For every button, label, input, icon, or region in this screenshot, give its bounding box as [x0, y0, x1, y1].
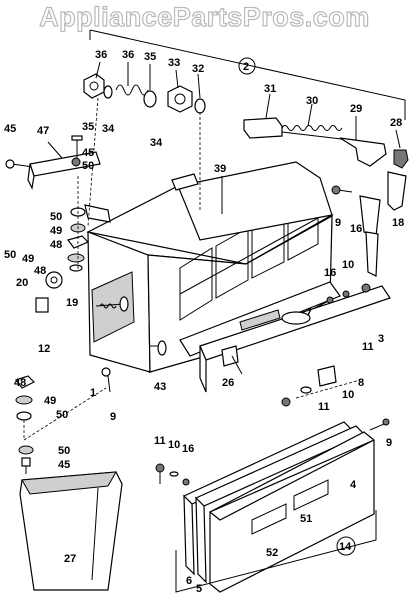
callout-5: 5	[196, 583, 202, 595]
callout-48-low: 48	[14, 377, 26, 389]
callout-31: 31	[264, 83, 276, 95]
callout-34-right: 34	[150, 137, 163, 149]
callout-9-right: 9	[335, 217, 341, 229]
callout-49-side: 49	[22, 253, 34, 265]
bracket-2	[89, 29, 406, 120]
callout-4: 4	[350, 479, 357, 491]
callout-50-side: 50	[4, 249, 16, 261]
callout-12: 12	[38, 343, 50, 355]
callout-30: 30	[306, 95, 318, 107]
lower-left-hardware	[15, 367, 111, 474]
callout-36-label: 36	[122, 49, 134, 61]
callout-16-mid: 16	[324, 267, 336, 279]
callout-50-stack: 50	[50, 211, 62, 223]
callout-50-low: 50	[56, 409, 68, 421]
callout-49-low-label: 49	[44, 395, 56, 407]
callout-45-bottom: 45	[58, 459, 70, 471]
callout-1: 1	[90, 387, 96, 399]
callout-2: 2	[243, 61, 249, 73]
callout-47: 47	[37, 125, 49, 137]
callout-8: 8	[358, 377, 364, 389]
callout-10-low: 10	[168, 439, 180, 451]
callout-11-low-left: 11	[154, 435, 166, 447]
callout-35-lower: 35	[82, 121, 94, 133]
callout-11-low: 11	[318, 401, 330, 413]
container-27	[19, 471, 123, 591]
callout-48-side: 48	[34, 265, 46, 277]
top-hardware	[83, 73, 206, 227]
callout-20: 20	[16, 277, 28, 289]
callout-3: 3	[378, 333, 384, 345]
front-rail	[199, 283, 391, 407]
callout-34-left: 34	[102, 123, 115, 135]
bottom-panels	[155, 418, 390, 593]
callout-52: 52	[266, 547, 278, 559]
callout-10-mid: 10	[342, 389, 354, 401]
callout-7: 7	[306, 307, 312, 319]
callout-10-top: 10	[342, 259, 354, 271]
callout-33: 33	[168, 57, 180, 69]
callout-39: 39	[214, 163, 226, 175]
spring-36	[115, 84, 149, 96]
callout-28: 28	[390, 117, 402, 129]
callout-19: 19	[66, 297, 78, 309]
callout-16-low: 16	[182, 443, 194, 455]
callout-11-mid: 11	[362, 341, 374, 353]
callout-43: 43	[154, 381, 166, 393]
callout-32: 32	[192, 63, 204, 75]
callout-45-mid: 45	[82, 147, 94, 159]
callout-9-left: 9	[110, 411, 116, 423]
watermark: AppliancePartsPros.com	[39, 1, 370, 32]
callout-26: 26	[222, 377, 234, 389]
callout-9-low-right: 9	[386, 437, 392, 449]
callout-14: 14	[339, 541, 352, 553]
callout-29: 29	[350, 103, 362, 115]
callout-labels: 2 36 36 35 33 32 35 34 34 31 30 29 28 9 …	[4, 49, 404, 595]
callout-49-stack: 49	[50, 225, 62, 237]
rod-assembly	[243, 117, 409, 277]
callout-35-top: 35	[144, 51, 156, 63]
left-fasteners	[5, 135, 167, 356]
callout-16-right: 16	[350, 223, 362, 235]
callout-45-top: 45	[4, 123, 16, 135]
leader-lines	[47, 61, 401, 214]
main-housing	[84, 161, 341, 374]
callout-6: 6	[186, 575, 192, 587]
bracket-14	[175, 510, 377, 593]
callout-36: 36	[95, 49, 107, 61]
callout-51: 51	[300, 513, 312, 525]
callout-50-top: 50	[82, 160, 94, 172]
callout-18: 18	[392, 217, 404, 229]
callout-27: 27	[64, 553, 76, 565]
callout-48-stack: 48	[50, 239, 62, 251]
callout-50-bottom: 50	[58, 445, 70, 457]
